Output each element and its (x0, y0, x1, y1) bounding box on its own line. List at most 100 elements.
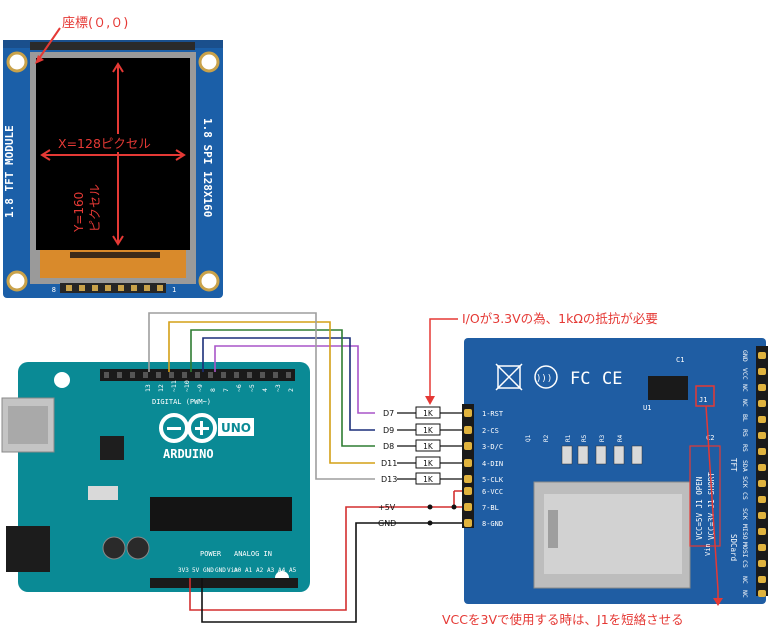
svg-text:CS: CS (741, 492, 749, 500)
annotation-resistor-note: I/Oが3.3Vの為、1kΩの抵抗が必要 (462, 311, 658, 326)
tft-right-pin-labels: GND VCC NC NC BL RS RS SDA SCK CS SCK MI… (741, 350, 749, 598)
svg-text:1: 1 (768, 346, 776, 350)
svg-text:Q1: Q1 (525, 434, 532, 442)
svg-text:SDA: SDA (741, 460, 749, 472)
resistor-1k-d8: 1K (415, 439, 441, 452)
svg-text:R5: R5 (581, 434, 588, 442)
mount-hole-icon (198, 270, 220, 292)
svg-text:8: 8 (209, 388, 217, 392)
tft-group-label: TFT (729, 458, 738, 472)
svg-text:12: 12 (157, 384, 165, 392)
svg-text:J1: J1 (699, 396, 707, 404)
svg-text:R4: R4 (617, 434, 624, 442)
tft-module-back: 1-RST 2-CS 3-D/C 4-DIN 5-CLK 6-VCC 7-BL … (462, 338, 776, 604)
svg-text:2-CS: 2-CS (482, 427, 499, 435)
dimension-arrows (37, 27, 186, 246)
vcc-open-text: VCC=5V J1 OPEN (695, 477, 704, 540)
svg-text:A4: A4 (278, 567, 286, 574)
svg-text:~10: ~10 (183, 380, 191, 392)
svg-text:4-DIN: 4-DIN (482, 460, 503, 468)
pin-number-right: 1 (172, 286, 176, 294)
svg-text:A5: A5 (289, 567, 297, 574)
svg-text:SCK: SCK (741, 476, 749, 488)
svg-text:8-GND: 8-GND (482, 520, 503, 528)
atmega-chip (150, 497, 292, 531)
wire-5v (189, 506, 454, 611)
arrow-down-icon (425, 396, 435, 405)
svg-text:NC: NC (741, 384, 749, 392)
label-d7: D7 (383, 409, 394, 418)
svg-text:NC: NC (741, 399, 749, 407)
svg-text:C2: C2 (706, 434, 714, 442)
smd-resistors (561, 445, 643, 465)
wire-d7 (214, 345, 375, 414)
x-pixel-label: X=128ピクセル (58, 136, 151, 151)
voltage-regulator (648, 376, 688, 400)
svg-text:1K: 1K (423, 426, 434, 435)
svg-text:5-CLK: 5-CLK (482, 476, 504, 484)
svg-text:5V: 5V (192, 567, 200, 574)
svg-text:1K: 1K (423, 409, 434, 418)
mount-hole-icon (6, 270, 28, 292)
ce-mark-icon: CE (602, 369, 622, 389)
annotation-jumper-note: VCCを3Vで使用する時は、J1を短絡させる (442, 612, 684, 627)
origin-arrow-icon (35, 55, 44, 64)
svg-text:A2: A2 (256, 567, 264, 574)
pin-number-left: 8 (52, 286, 56, 294)
origin-label: 座標(０,０) (62, 16, 128, 31)
arduino-model: UNO (221, 421, 251, 435)
svg-text:3V3: 3V3 (178, 567, 189, 574)
svg-text:A1: A1 (245, 567, 253, 574)
svg-text:3-D/C: 3-D/C (482, 443, 503, 451)
svg-text:~9: ~9 (196, 384, 204, 392)
svg-text:~11: ~11 (170, 380, 178, 392)
digital-pin-labels: 13 12 ~11 ~10 ~9 8 7 ~6 ~5 4 ~3 2 (144, 380, 295, 392)
label-d11: D11 (381, 459, 397, 468)
svg-text:MISO: MISO (741, 524, 749, 540)
certification-icon (534, 365, 558, 389)
svg-text:~5: ~5 (248, 384, 256, 392)
svg-text:R2: R2 (543, 434, 550, 442)
resistor-1k-d11: 1K (415, 456, 441, 469)
svg-text:CS: CS (741, 560, 749, 568)
arduino-name: ARDUINO (163, 447, 214, 461)
tft-bottom-pins (60, 283, 166, 293)
resistors: 1K 1K 1K 1K 1K (415, 406, 441, 485)
tft-module-front: 8 1 1.8 TFT MODULE 1.8 SPI 128X160 座標(０,… (3, 16, 223, 298)
svg-text:R3: R3 (599, 434, 606, 442)
arduino-logo-icon (159, 413, 217, 443)
svg-text:SCK: SCK (741, 508, 749, 520)
svg-text:~3: ~3 (274, 384, 282, 392)
arduino-signal-labels: D7 D9 D8 D11 D13 +5V GND (378, 409, 397, 528)
svg-text:1-RST: 1-RST (482, 410, 504, 418)
wire-gnd (201, 522, 476, 623)
label-gnd: GND (378, 519, 396, 528)
arduino-uno-board: 13 12 ~11 ~10 ~9 8 7 ~6 ~5 4 ~3 2 DIGITA… (1, 362, 310, 592)
svg-text:6-VCC: 6-VCC (482, 488, 503, 496)
resistor-1k-d7: 1K (415, 406, 441, 419)
svg-text:GND: GND (215, 567, 226, 574)
svg-text:R1: R1 (565, 434, 572, 442)
mount-hole-icon (198, 51, 220, 73)
resistor-1k-d9: 1K (415, 423, 441, 436)
vin-label: Vin (704, 543, 712, 556)
sdcard-group-label: SDCard (729, 534, 738, 561)
svg-text:7: 7 (222, 388, 230, 392)
svg-text:U1: U1 (643, 404, 651, 412)
usb-chip (100, 436, 124, 460)
arrow-down-icon (713, 598, 723, 606)
svg-text:1K: 1K (423, 459, 434, 468)
tft-side-text-left: 1.8 TFT MODULE (3, 125, 16, 218)
svg-text:~6: ~6 (235, 384, 243, 392)
svg-text:1K: 1K (423, 442, 434, 451)
vcc-short-text: VCC=3V J1 SHORT (707, 472, 716, 540)
y-pixel-label-1: Y=160 (72, 192, 86, 233)
j1-jumper (695, 385, 715, 407)
svg-text:NC: NC (741, 590, 749, 598)
label-d9: D9 (383, 426, 394, 435)
label-5v: +5V (378, 503, 396, 512)
svg-text:NC: NC (741, 576, 749, 584)
svg-text:4: 4 (261, 388, 269, 392)
svg-text:VCC: VCC (741, 368, 749, 380)
